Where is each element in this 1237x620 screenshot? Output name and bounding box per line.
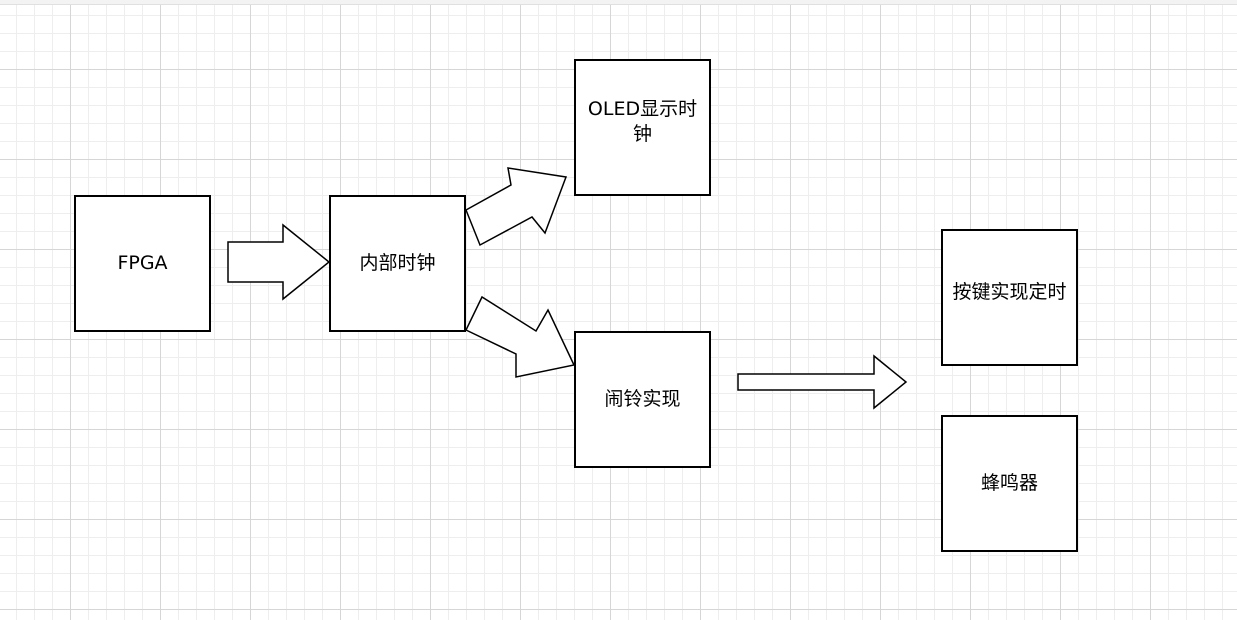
arrow-internal-clock-to-oled[interactable] [465, 167, 568, 247]
node-oled-display-label: OLED显示时钟 [587, 98, 698, 145]
arrow-alarm-to-key-timing[interactable] [737, 354, 908, 410]
node-alarm[interactable]: 闹铃实现 [574, 331, 711, 468]
arrow-internal-clock-to-alarm[interactable] [464, 295, 576, 378]
node-fpga[interactable]: FPGA [74, 195, 211, 332]
canvas-top-border [0, 0, 1237, 5]
node-oled-display[interactable]: OLED显示时钟 [574, 59, 711, 196]
node-buzzer[interactable]: 蜂鸣器 [941, 415, 1078, 552]
node-key-timing-label: 按键实现定时 [952, 281, 1067, 303]
node-internal-clock-label: 内部时钟 [359, 252, 436, 274]
node-internal-clock[interactable]: 内部时钟 [329, 195, 466, 332]
node-buzzer-label: 蜂鸣器 [980, 472, 1038, 494]
arrow-fpga-to-internal-clock[interactable] [227, 223, 331, 301]
node-alarm-label: 闹铃实现 [604, 388, 681, 410]
node-key-timing[interactable]: 按键实现定时 [941, 229, 1078, 366]
node-fpga-label: FPGA [117, 252, 168, 274]
